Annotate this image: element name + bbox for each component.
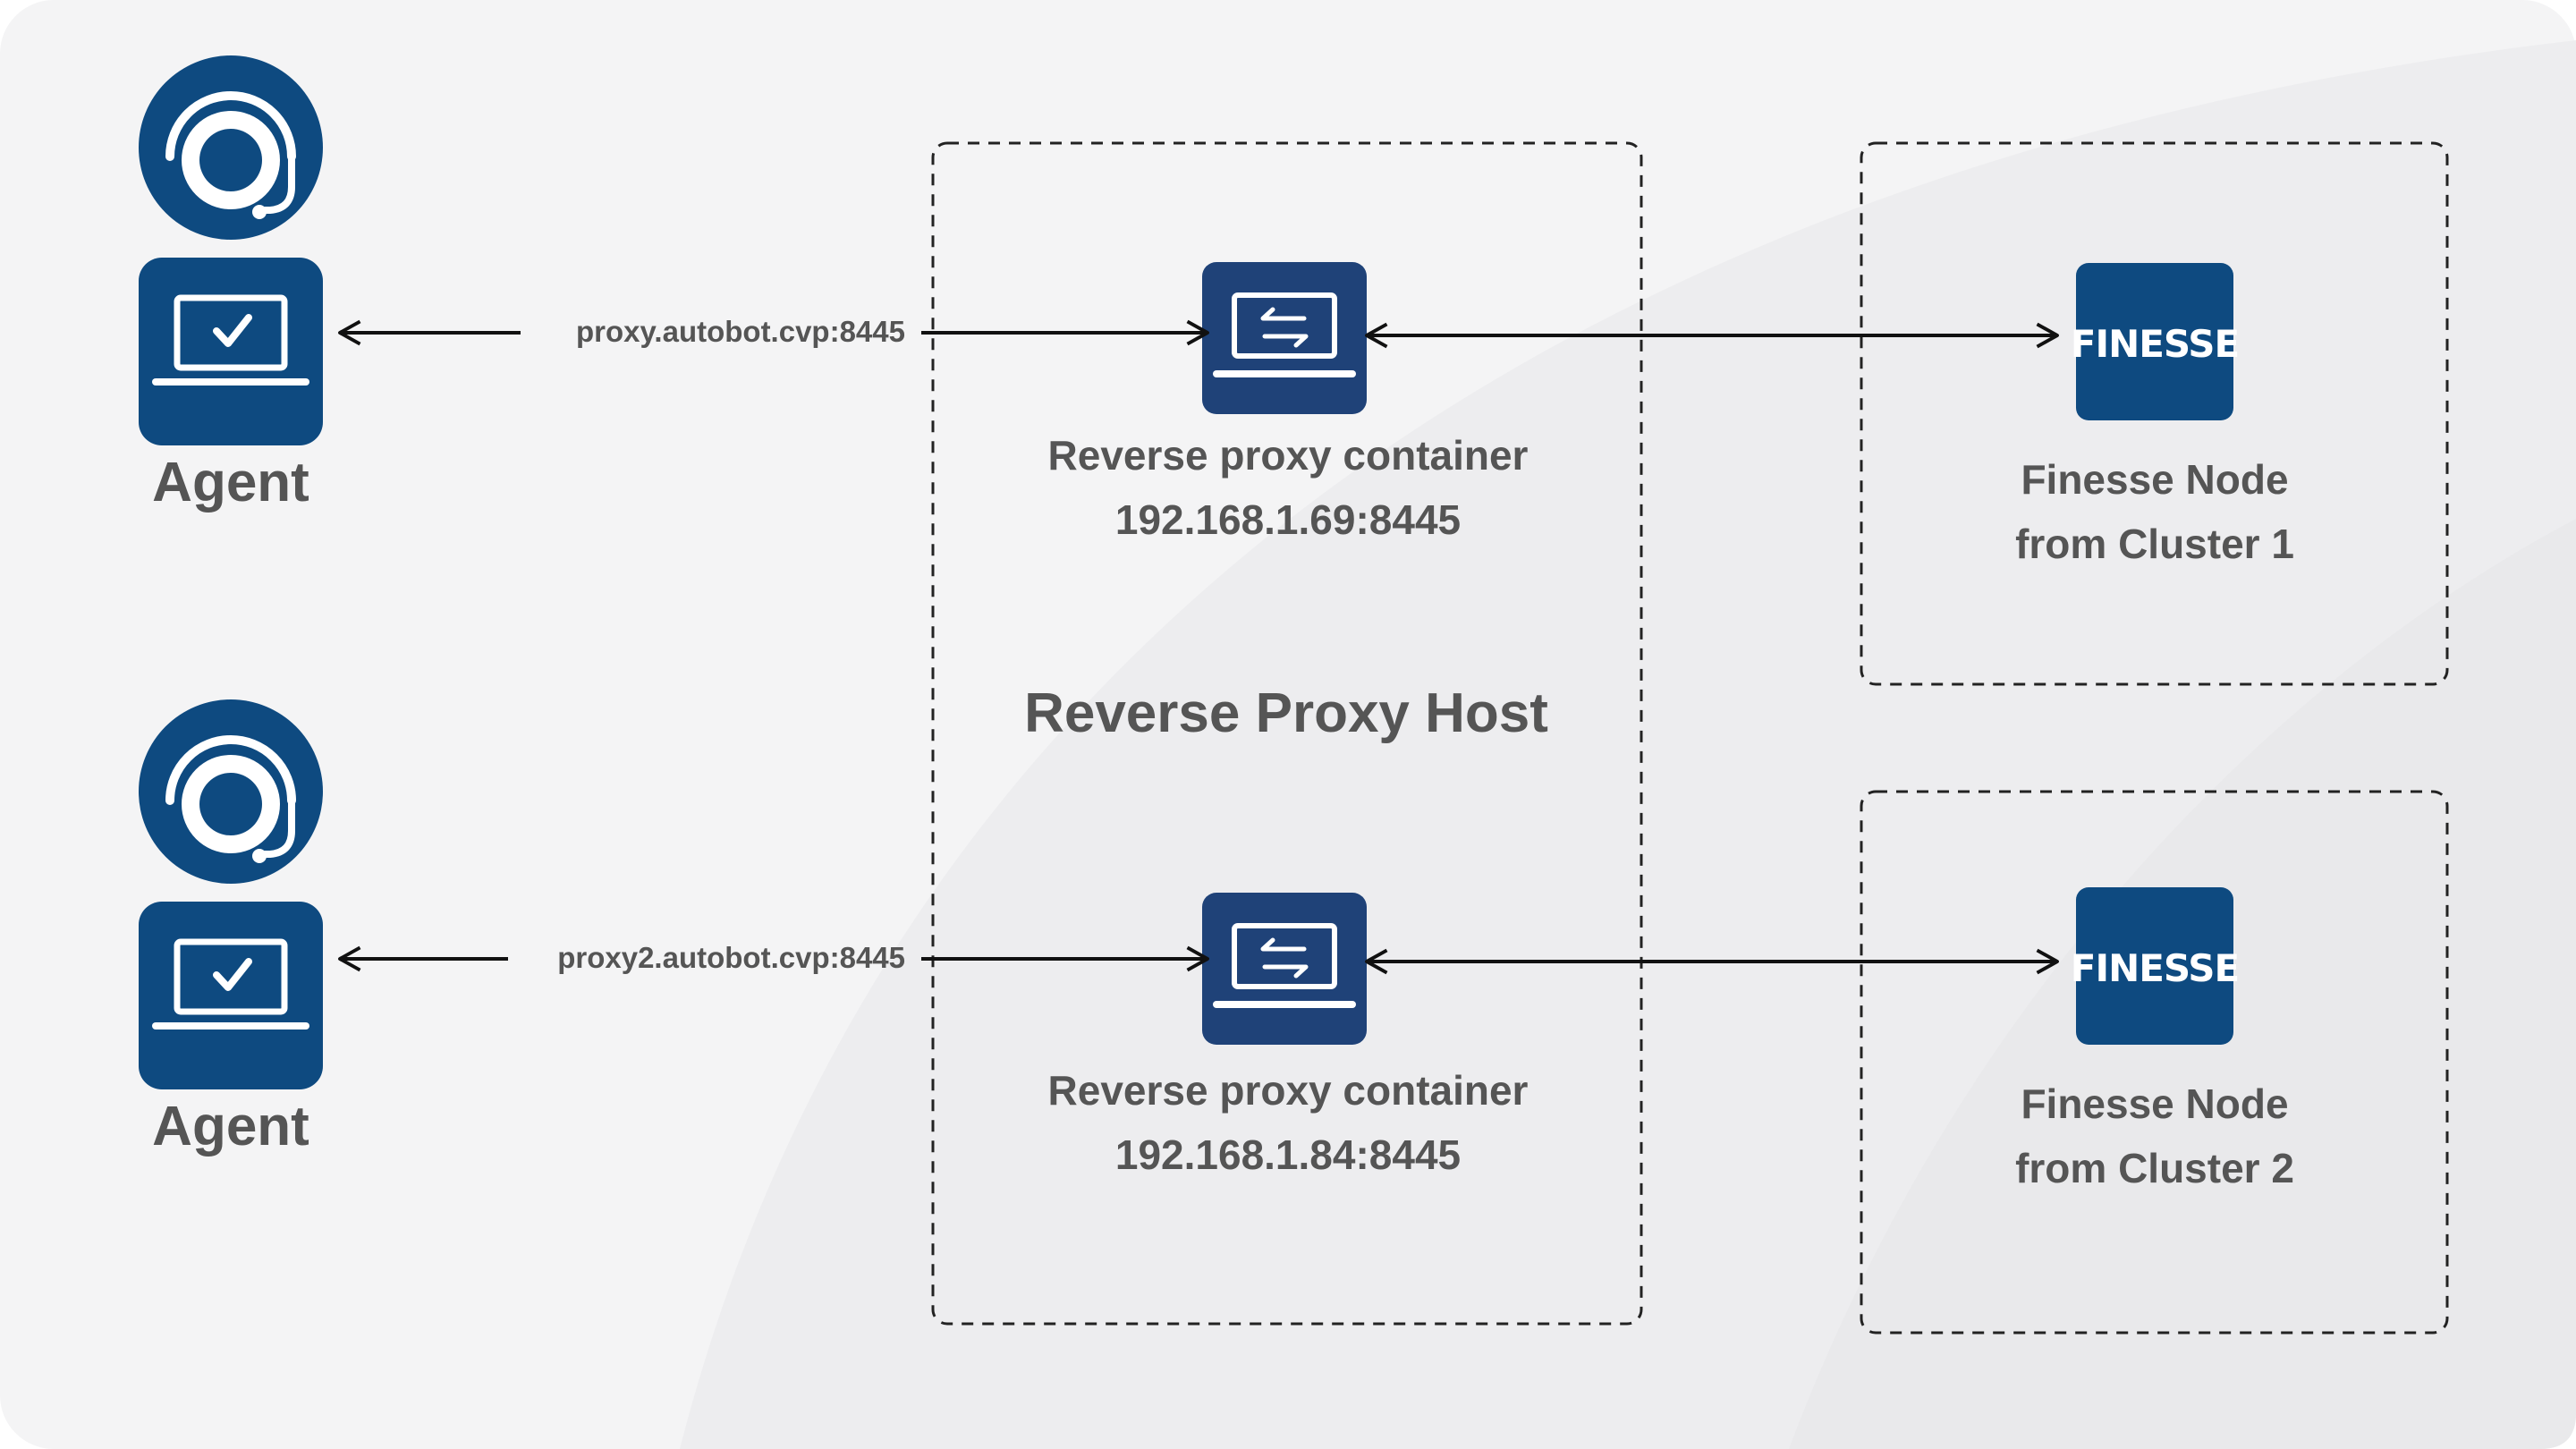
agent-label: Agent (152, 452, 309, 513)
finesse-node-cluster: from Cluster 1 (2015, 521, 2294, 567)
connection-label: proxy2.autobot.cvp:8445 (557, 941, 905, 974)
finesse-node-cluster: from Cluster 2 (2015, 1145, 2294, 1191)
cluster2-box (1860, 790, 2449, 1335)
finesse-logo-text: FINESSE (2071, 946, 2239, 990)
connection-label: proxy.autobot.cvp:8445 (576, 315, 905, 348)
proxy-container-name: Reverse proxy container (1048, 1067, 1529, 1114)
finesse-logo-text: FINESSE (2071, 322, 2239, 366)
proxy-container-name: Reverse proxy container (1048, 432, 1529, 479)
reverse-proxy-host-box (931, 141, 1643, 1326)
laptop-transfer-icon (1202, 262, 1367, 414)
proxy-host-title: Reverse Proxy Host (1024, 682, 1548, 744)
agent-label: Agent (152, 1096, 309, 1157)
finesse-node-label: Finesse Node (2021, 456, 2288, 503)
laptop-transfer-icon (1202, 893, 1367, 1045)
proxy-container-address: 192.168.1.69:8445 (1115, 496, 1461, 543)
cluster1-box (1860, 141, 2449, 686)
finesse-node-label: Finesse Node (2021, 1080, 2288, 1127)
proxy-container-address: 192.168.1.84:8445 (1115, 1131, 1461, 1178)
